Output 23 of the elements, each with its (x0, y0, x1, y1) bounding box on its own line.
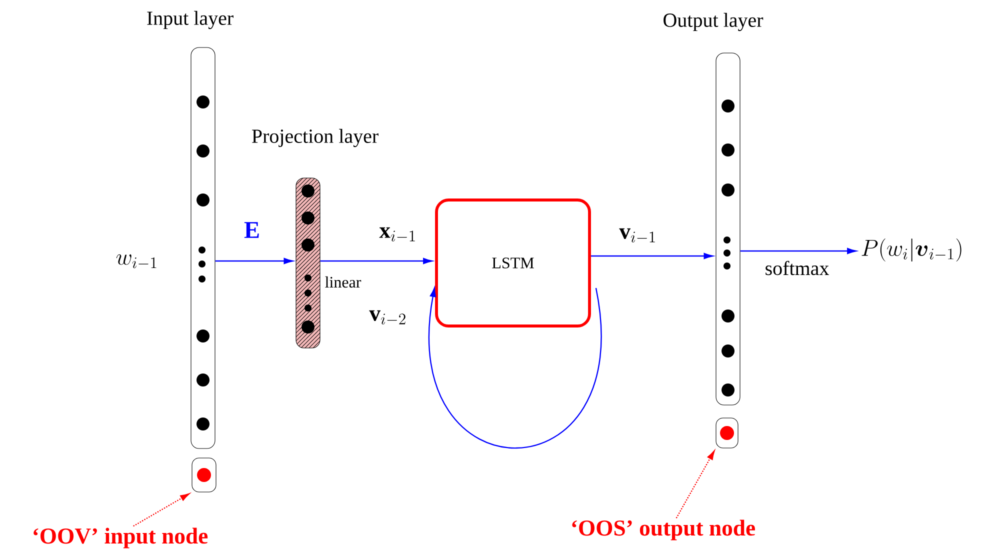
callout-text: ‘OOV’ input node (34, 528, 208, 548)
arrow (590, 252, 714, 260)
lstm-box: LSTM (435, 198, 591, 328)
edge-label: E (244, 222, 259, 238)
arrow (320, 258, 432, 264)
edge-label: $\mathbf{x}_{i-1}$ (379, 227, 415, 242)
layer-heading: Output layer (664, 12, 764, 32)
callout-text: ‘OOS’ output node (572, 520, 755, 540)
edge-label: $\mathbf{v}_{i-1}$ (619, 228, 655, 242)
extra-unit-box (192, 458, 216, 492)
arrow (215, 258, 294, 264)
word-symbol: $w_{i-1}$ (116, 254, 156, 268)
arrow (740, 248, 856, 254)
extra-unit-box (716, 418, 738, 448)
layer-heading: Input layer (147, 10, 234, 30)
edge-label: softmax (766, 260, 829, 276)
arrow (676, 450, 715, 518)
layer-heading: Projection layer (252, 128, 378, 148)
arrow (133, 493, 190, 527)
arrow (428, 288, 602, 449)
output-formula: $P(w_i|\boldsymbol{v}_{i-1})$ (862, 238, 962, 262)
side-label: linear (325, 276, 362, 288)
edge-label: $\mathbf{v}_{i-2}$ (369, 310, 406, 324)
